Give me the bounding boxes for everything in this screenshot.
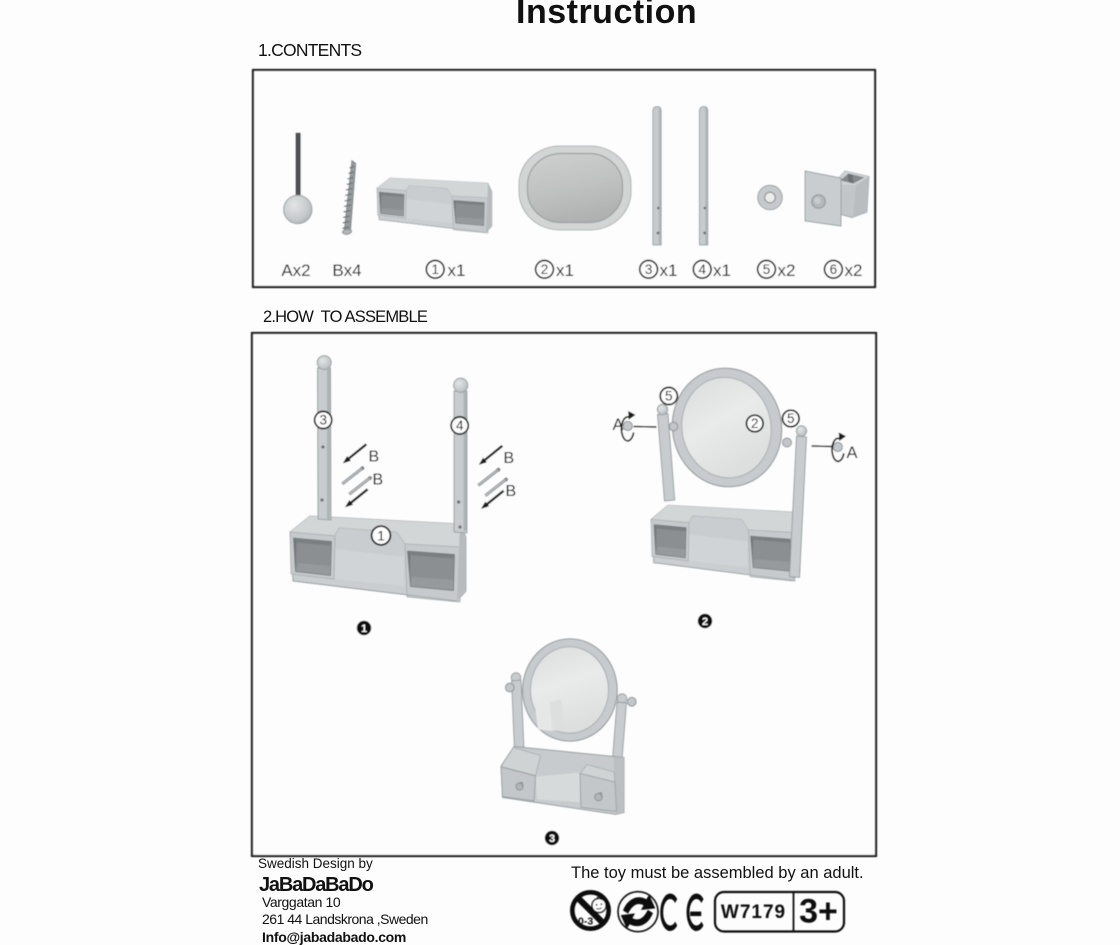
svg-text:B: B <box>506 483 517 500</box>
svg-text:B: B <box>504 450 515 467</box>
svg-text:x2: x2 <box>778 261 796 280</box>
svg-text:x1: x1 <box>556 261 574 280</box>
svg-text:2: 2 <box>702 616 708 628</box>
svg-text:B: B <box>373 472 384 489</box>
svg-text:Ax2: Ax2 <box>281 261 310 280</box>
svg-text:W7179: W7179 <box>721 902 786 923</box>
svg-text:x1: x1 <box>448 261 466 280</box>
svg-text:A: A <box>847 444 858 462</box>
svg-text:x1: x1 <box>660 261 678 280</box>
svg-text:5: 5 <box>763 262 771 277</box>
svg-text:1: 1 <box>361 623 367 635</box>
svg-text:A: A <box>613 416 624 434</box>
svg-text:x1: x1 <box>713 261 731 280</box>
svg-text:B: B <box>369 449 380 466</box>
svg-text:4: 4 <box>698 262 706 277</box>
svg-text:4: 4 <box>456 418 464 433</box>
svg-text:5: 5 <box>787 411 795 426</box>
svg-text:3+: 3+ <box>799 893 838 931</box>
svg-text:x2: x2 <box>845 261 863 280</box>
svg-text:1: 1 <box>431 262 439 277</box>
svg-text:1: 1 <box>377 527 385 543</box>
svg-text:5: 5 <box>665 389 673 404</box>
svg-text:3: 3 <box>319 413 327 428</box>
svg-text:3: 3 <box>549 833 555 845</box>
svg-text:2: 2 <box>541 262 549 277</box>
svg-text:3: 3 <box>645 262 653 277</box>
svg-text:Bx4: Bx4 <box>332 261 361 280</box>
svg-text:6: 6 <box>830 262 838 277</box>
svg-text:2: 2 <box>751 416 759 431</box>
svg-text:0-3: 0-3 <box>578 916 593 928</box>
